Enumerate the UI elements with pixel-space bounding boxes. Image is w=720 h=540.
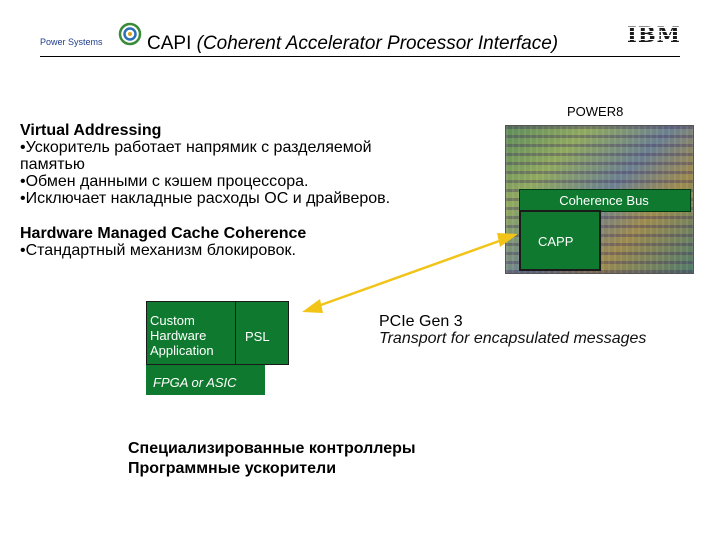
header-divider xyxy=(40,56,680,57)
virtual-addressing-bullet-1: •Ускоритель работает напрямик с разделяе… xyxy=(20,139,372,173)
fpga-label: FPGA or ASIC xyxy=(153,375,237,390)
title-italic: (Coherent Accelerator Processor Interfac… xyxy=(196,33,559,54)
page-title: CAPI (Coherent Accelerator Processor Int… xyxy=(147,33,558,55)
pcie-subtitle: Transport for encapsulated messages xyxy=(379,330,647,347)
bottom-line-2: Программные ускорители xyxy=(128,460,337,477)
brand-text: Power Systems xyxy=(40,37,103,47)
psl-block xyxy=(235,301,289,365)
virtual-addressing-bullet-2: •Обмен данными с кэшем процессора. xyxy=(20,173,309,190)
coherence-bus-label: Coherence Bus xyxy=(559,193,649,208)
psl-label: PSL xyxy=(245,329,270,344)
ibm-logo-text: IBM xyxy=(627,22,681,47)
pcie-title: PCIe Gen 3 xyxy=(379,313,463,330)
power-systems-swirl-icon xyxy=(118,22,142,46)
title-main: CAPI xyxy=(147,33,197,54)
capp-block xyxy=(519,210,601,271)
power8-label: POWER8 xyxy=(567,104,624,119)
virtual-addressing-heading: Virtual Addressing xyxy=(20,122,162,139)
capp-label: CAPP xyxy=(538,234,574,249)
custom-hardware-label: Custom Hardware Application xyxy=(150,313,214,358)
cache-coherence-heading: Hardware Managed Cache Coherence xyxy=(20,225,307,242)
fpga-block xyxy=(146,365,265,395)
cache-coherence-bullet-1: •Стандартный механизм блокировок. xyxy=(20,242,296,259)
ibm-logo: IBM xyxy=(627,22,681,47)
virtual-addressing-bullet-3: •Исключает накладные расходы ОС и драйве… xyxy=(20,190,391,207)
bottom-line-1: Специализированные контроллеры xyxy=(128,440,416,457)
coherence-bus-block xyxy=(519,189,691,212)
